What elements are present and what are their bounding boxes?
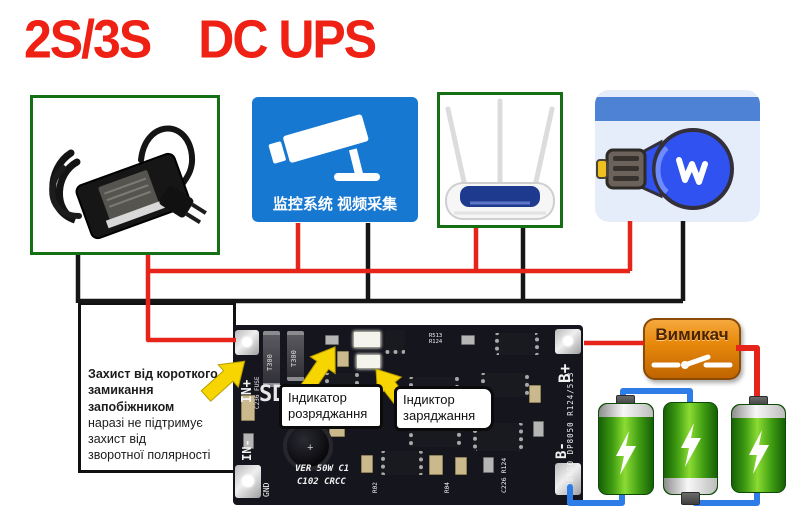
silk-dp8050: DP8050 DP8050 R124/513 [566, 371, 575, 493]
silk-t300-1: T300 [266, 354, 274, 371]
battery-3 [731, 404, 786, 493]
wifi-router-icon [445, 98, 555, 220]
title-part1: 2S/3S [24, 9, 152, 70]
charge-led [356, 354, 381, 369]
page-title: 2S/3S DC UPS [24, 8, 377, 71]
smd [337, 351, 349, 367]
silk-in-minus: IN- [240, 439, 254, 461]
silk-r513: R513 R124 [429, 333, 443, 346]
lightning-bolt-icon [749, 430, 769, 474]
label-line: Індикатор [288, 390, 347, 405]
bulb-card [595, 90, 760, 222]
label-line: заряджання [403, 408, 476, 424]
cctv-camera-icon [268, 114, 380, 181]
switch-symbol-icon [651, 354, 733, 369]
silk-in-plus: IN+ [240, 379, 255, 403]
smd [533, 421, 544, 437]
smd [483, 457, 494, 473]
ic-chip [381, 451, 423, 475]
power-adapter-icon [49, 125, 207, 240]
bulb-card-header [595, 97, 760, 121]
label-line: Індиктор [403, 392, 455, 407]
silk-gnd: GND [262, 482, 271, 497]
battery-1 [598, 403, 654, 495]
discharge-indicator-label: Індикатор розряджання [279, 384, 383, 429]
silk-r02: R02 [372, 482, 379, 493]
pad-in-plus [235, 330, 259, 355]
fuse-t300-1 [263, 331, 280, 387]
power-adapter-box [30, 95, 220, 255]
smd [243, 433, 254, 449]
pad-b-plus [555, 329, 581, 354]
protection-note-text: Захист від короткого замикання запобіжни… [88, 366, 232, 464]
smd [455, 457, 467, 475]
lightning-bolt-icon [616, 431, 636, 475]
battery1-band [599, 404, 653, 417]
note-line: запобіжником [88, 399, 175, 414]
ic-chip [495, 333, 539, 355]
discharge-led [353, 331, 381, 348]
note-line: наразі не підтримує [88, 415, 203, 430]
silk-c102: C102 CRCC [297, 477, 346, 487]
note-line: Захист від короткого [88, 367, 218, 381]
cctv-caption: 监控系统 视频采集 [272, 196, 398, 213]
silk-ver: VER 50W C1 [295, 464, 350, 474]
title-part2: DC UPS [198, 9, 377, 70]
pad-gnd [235, 465, 261, 498]
battery-2 [663, 402, 718, 495]
smd [325, 335, 339, 345]
cctv-sign: 监控系统 视频采集 [252, 97, 418, 222]
silk-r04: R04 [444, 482, 451, 493]
battery3-band [732, 405, 785, 418]
battery2-terminal [681, 492, 700, 505]
lightning-bolt-icon [681, 423, 701, 467]
battery2-band [664, 478, 717, 494]
switch-box: Вимикач [643, 318, 741, 380]
note-line: зворотної полярності [88, 448, 211, 463]
silk-c226: C226 R124 [500, 457, 508, 493]
silk-b-minus: B- [554, 442, 570, 459]
smd [461, 335, 475, 345]
transistor [385, 330, 405, 354]
charge-indicator-label: Індиктор заряджання [394, 386, 494, 431]
note-line: захист від [88, 432, 147, 446]
silk-t300-2: T300 [290, 350, 298, 367]
silk-b-plus: B+ [555, 363, 574, 383]
note-line: замикання [88, 383, 154, 398]
smd [429, 455, 443, 475]
router-box [437, 92, 563, 228]
smd [529, 385, 541, 403]
light-bulb-icon [596, 128, 734, 210]
label-line: розряджання [288, 406, 368, 422]
switch-label: Вимикач [655, 325, 729, 344]
smd [361, 455, 373, 473]
